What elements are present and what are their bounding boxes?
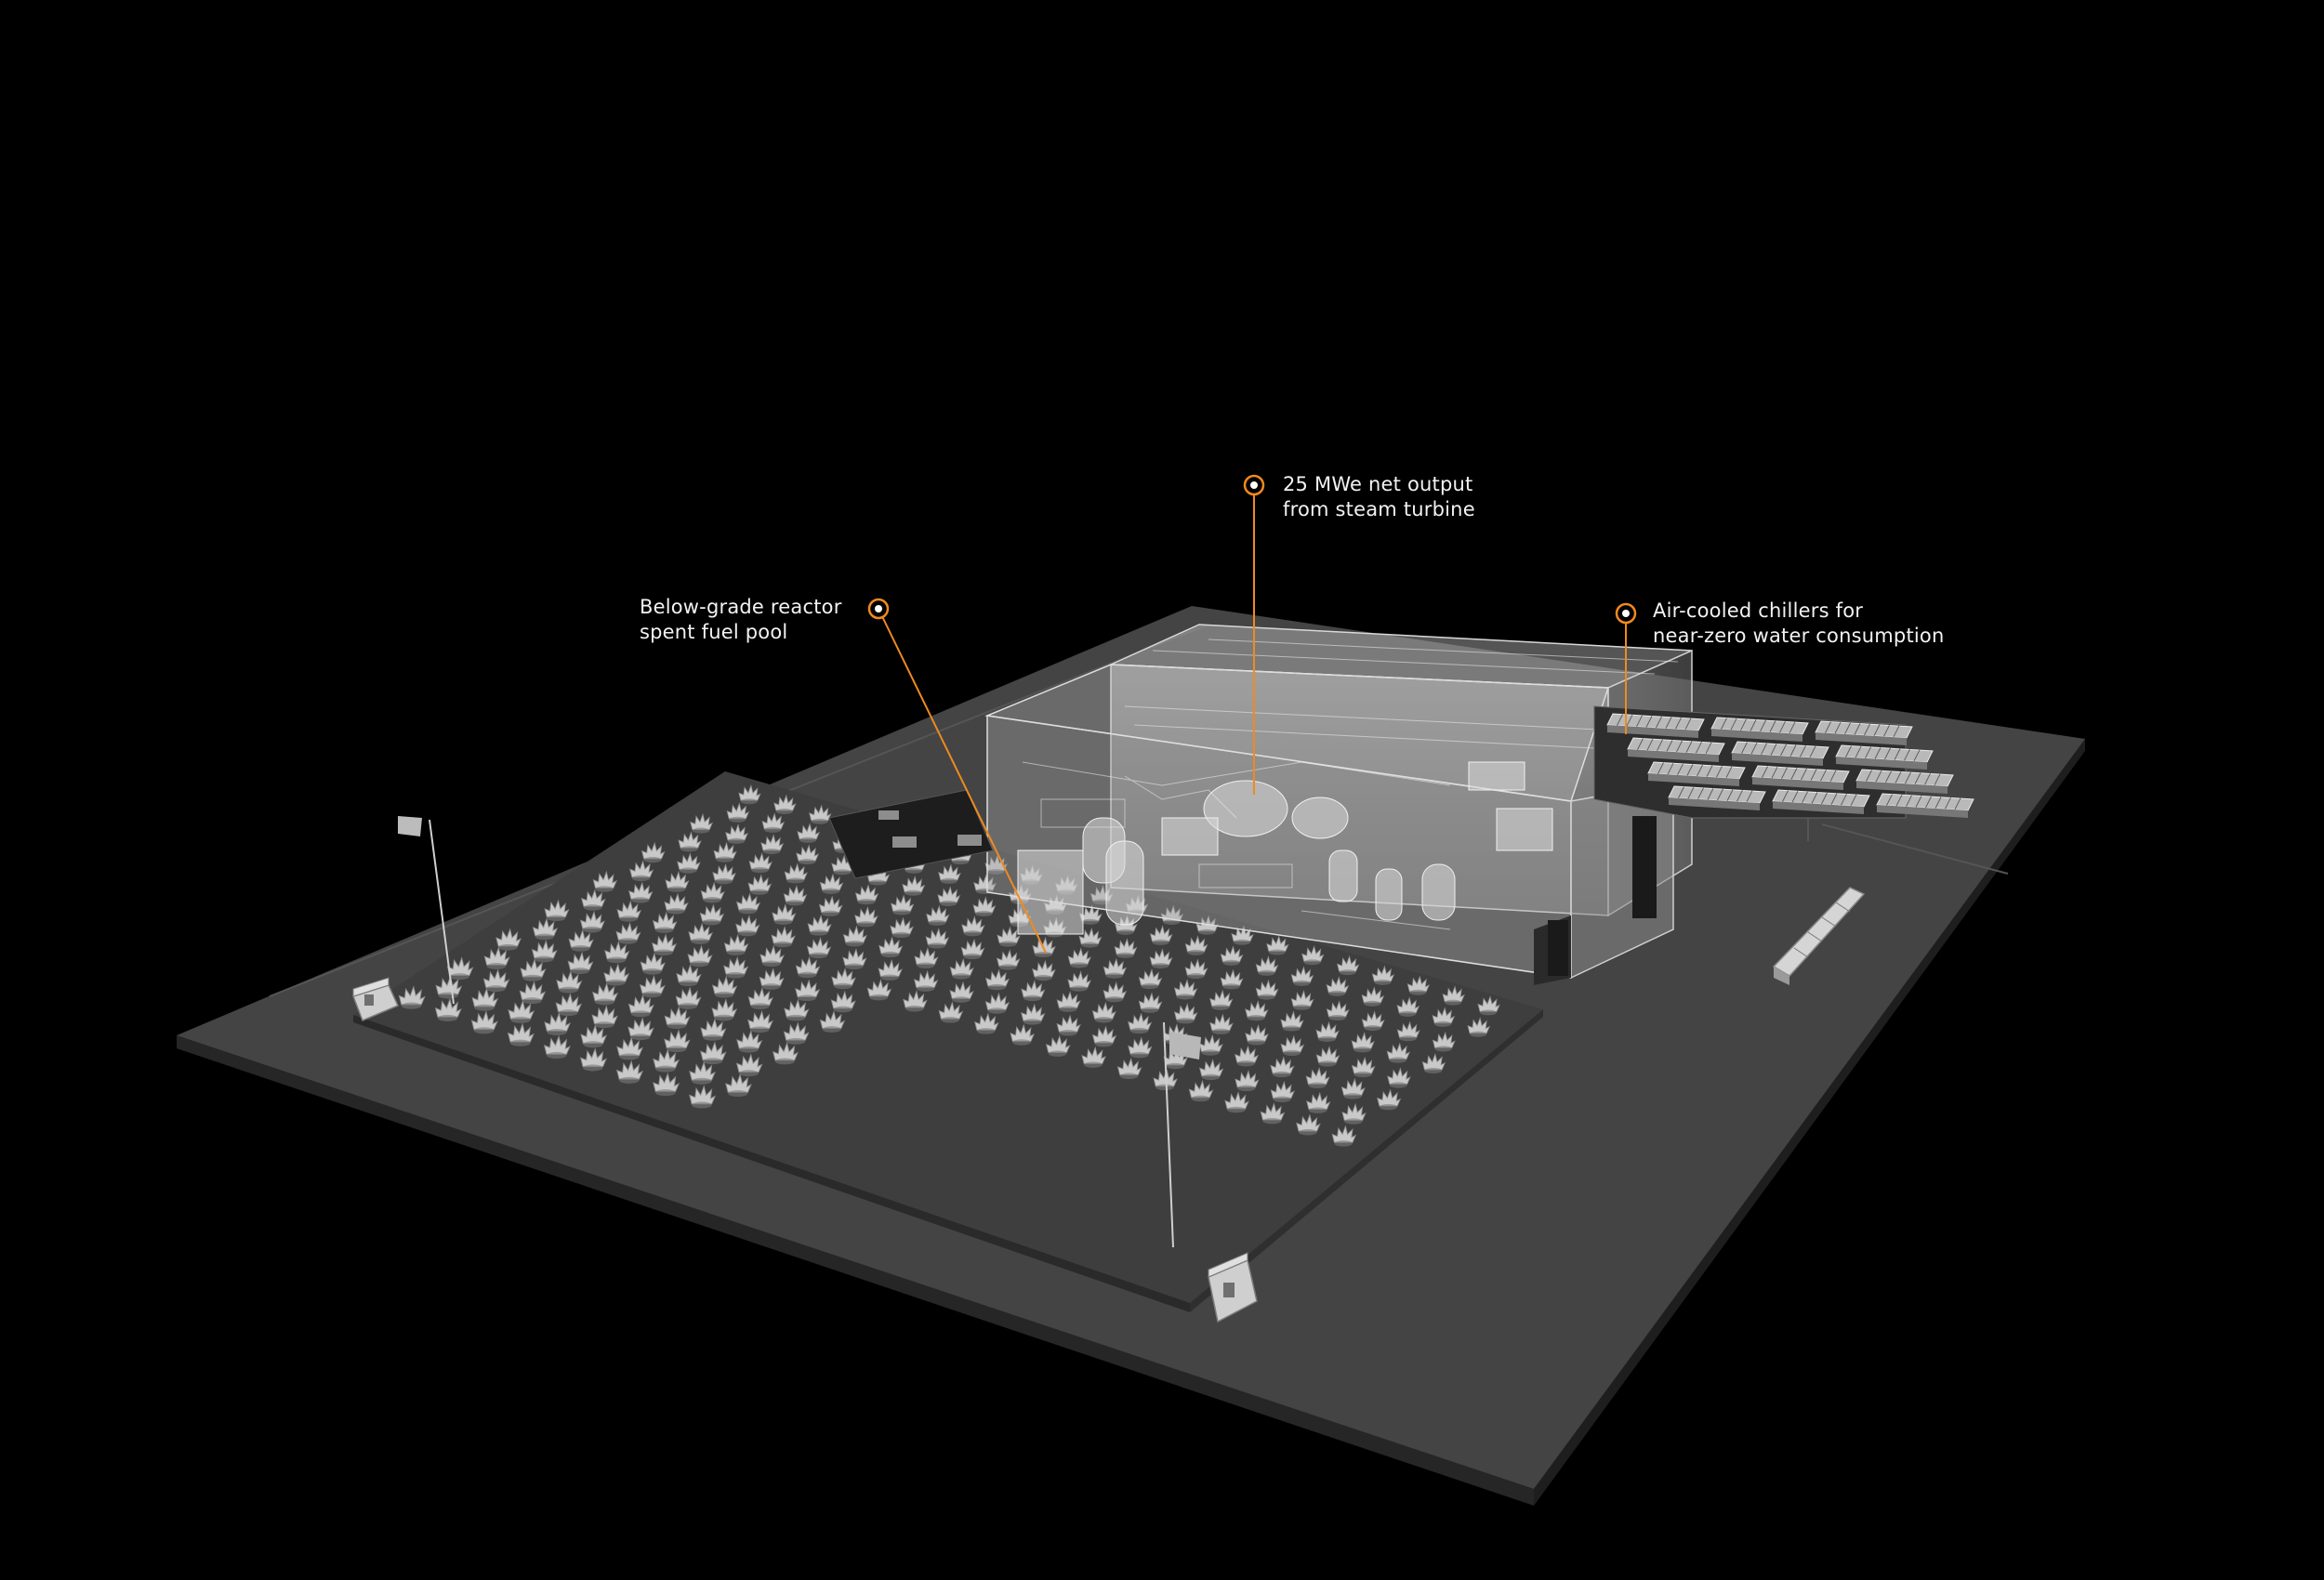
callout-reactor-line1: Below-grade reactor [640, 596, 842, 618]
guard-booth-left [352, 977, 400, 1021]
chiller-unit [1606, 713, 1705, 738]
callout-chillers [1615, 602, 1637, 734]
guard-booth-right [1208, 1252, 1258, 1323]
chiller-unit [1815, 720, 1913, 745]
chiller-unit [1668, 785, 1766, 810]
callout-turbine-label: 25 MWe net output from steam turbine [1283, 472, 1475, 522]
callout-turbine-line1: 25 MWe net output [1283, 473, 1473, 495]
air-cooled-chiller-array [1593, 705, 1974, 819]
chiller-unit [1855, 769, 1954, 794]
callout-reactor [867, 598, 1047, 954]
chiller-unit [1731, 741, 1829, 766]
callout-chillers-line1: Air-cooled chillers for [1653, 599, 1864, 622]
chiller-unit [1876, 793, 1974, 818]
chiller-unit [1772, 789, 1870, 814]
flag-pole-center [1163, 1021, 1201, 1248]
chiller-unit [1647, 761, 1746, 786]
callout-chillers-label: Air-cooled chillers for near-zero water … [1653, 599, 1944, 649]
callout-reactor-line2: spent fuel pool [640, 621, 788, 643]
callout-reactor-label: Below-grade reactor spent fuel pool [640, 595, 842, 645]
landscaped-plot [353, 771, 1543, 1312]
chiller-unit [1710, 717, 1809, 742]
flag-pole-left [398, 816, 455, 1005]
chiller-unit [1751, 765, 1850, 790]
tanker-truck [1772, 887, 1866, 985]
callout-turbine [1243, 474, 1265, 795]
chiller-unit [1627, 737, 1725, 762]
equipment-pad [828, 789, 994, 879]
chiller-unit [1835, 744, 1934, 770]
callout-chillers-line2: near-zero water consumption [1653, 625, 1945, 647]
callout-turbine-line2: from steam turbine [1283, 498, 1475, 520]
